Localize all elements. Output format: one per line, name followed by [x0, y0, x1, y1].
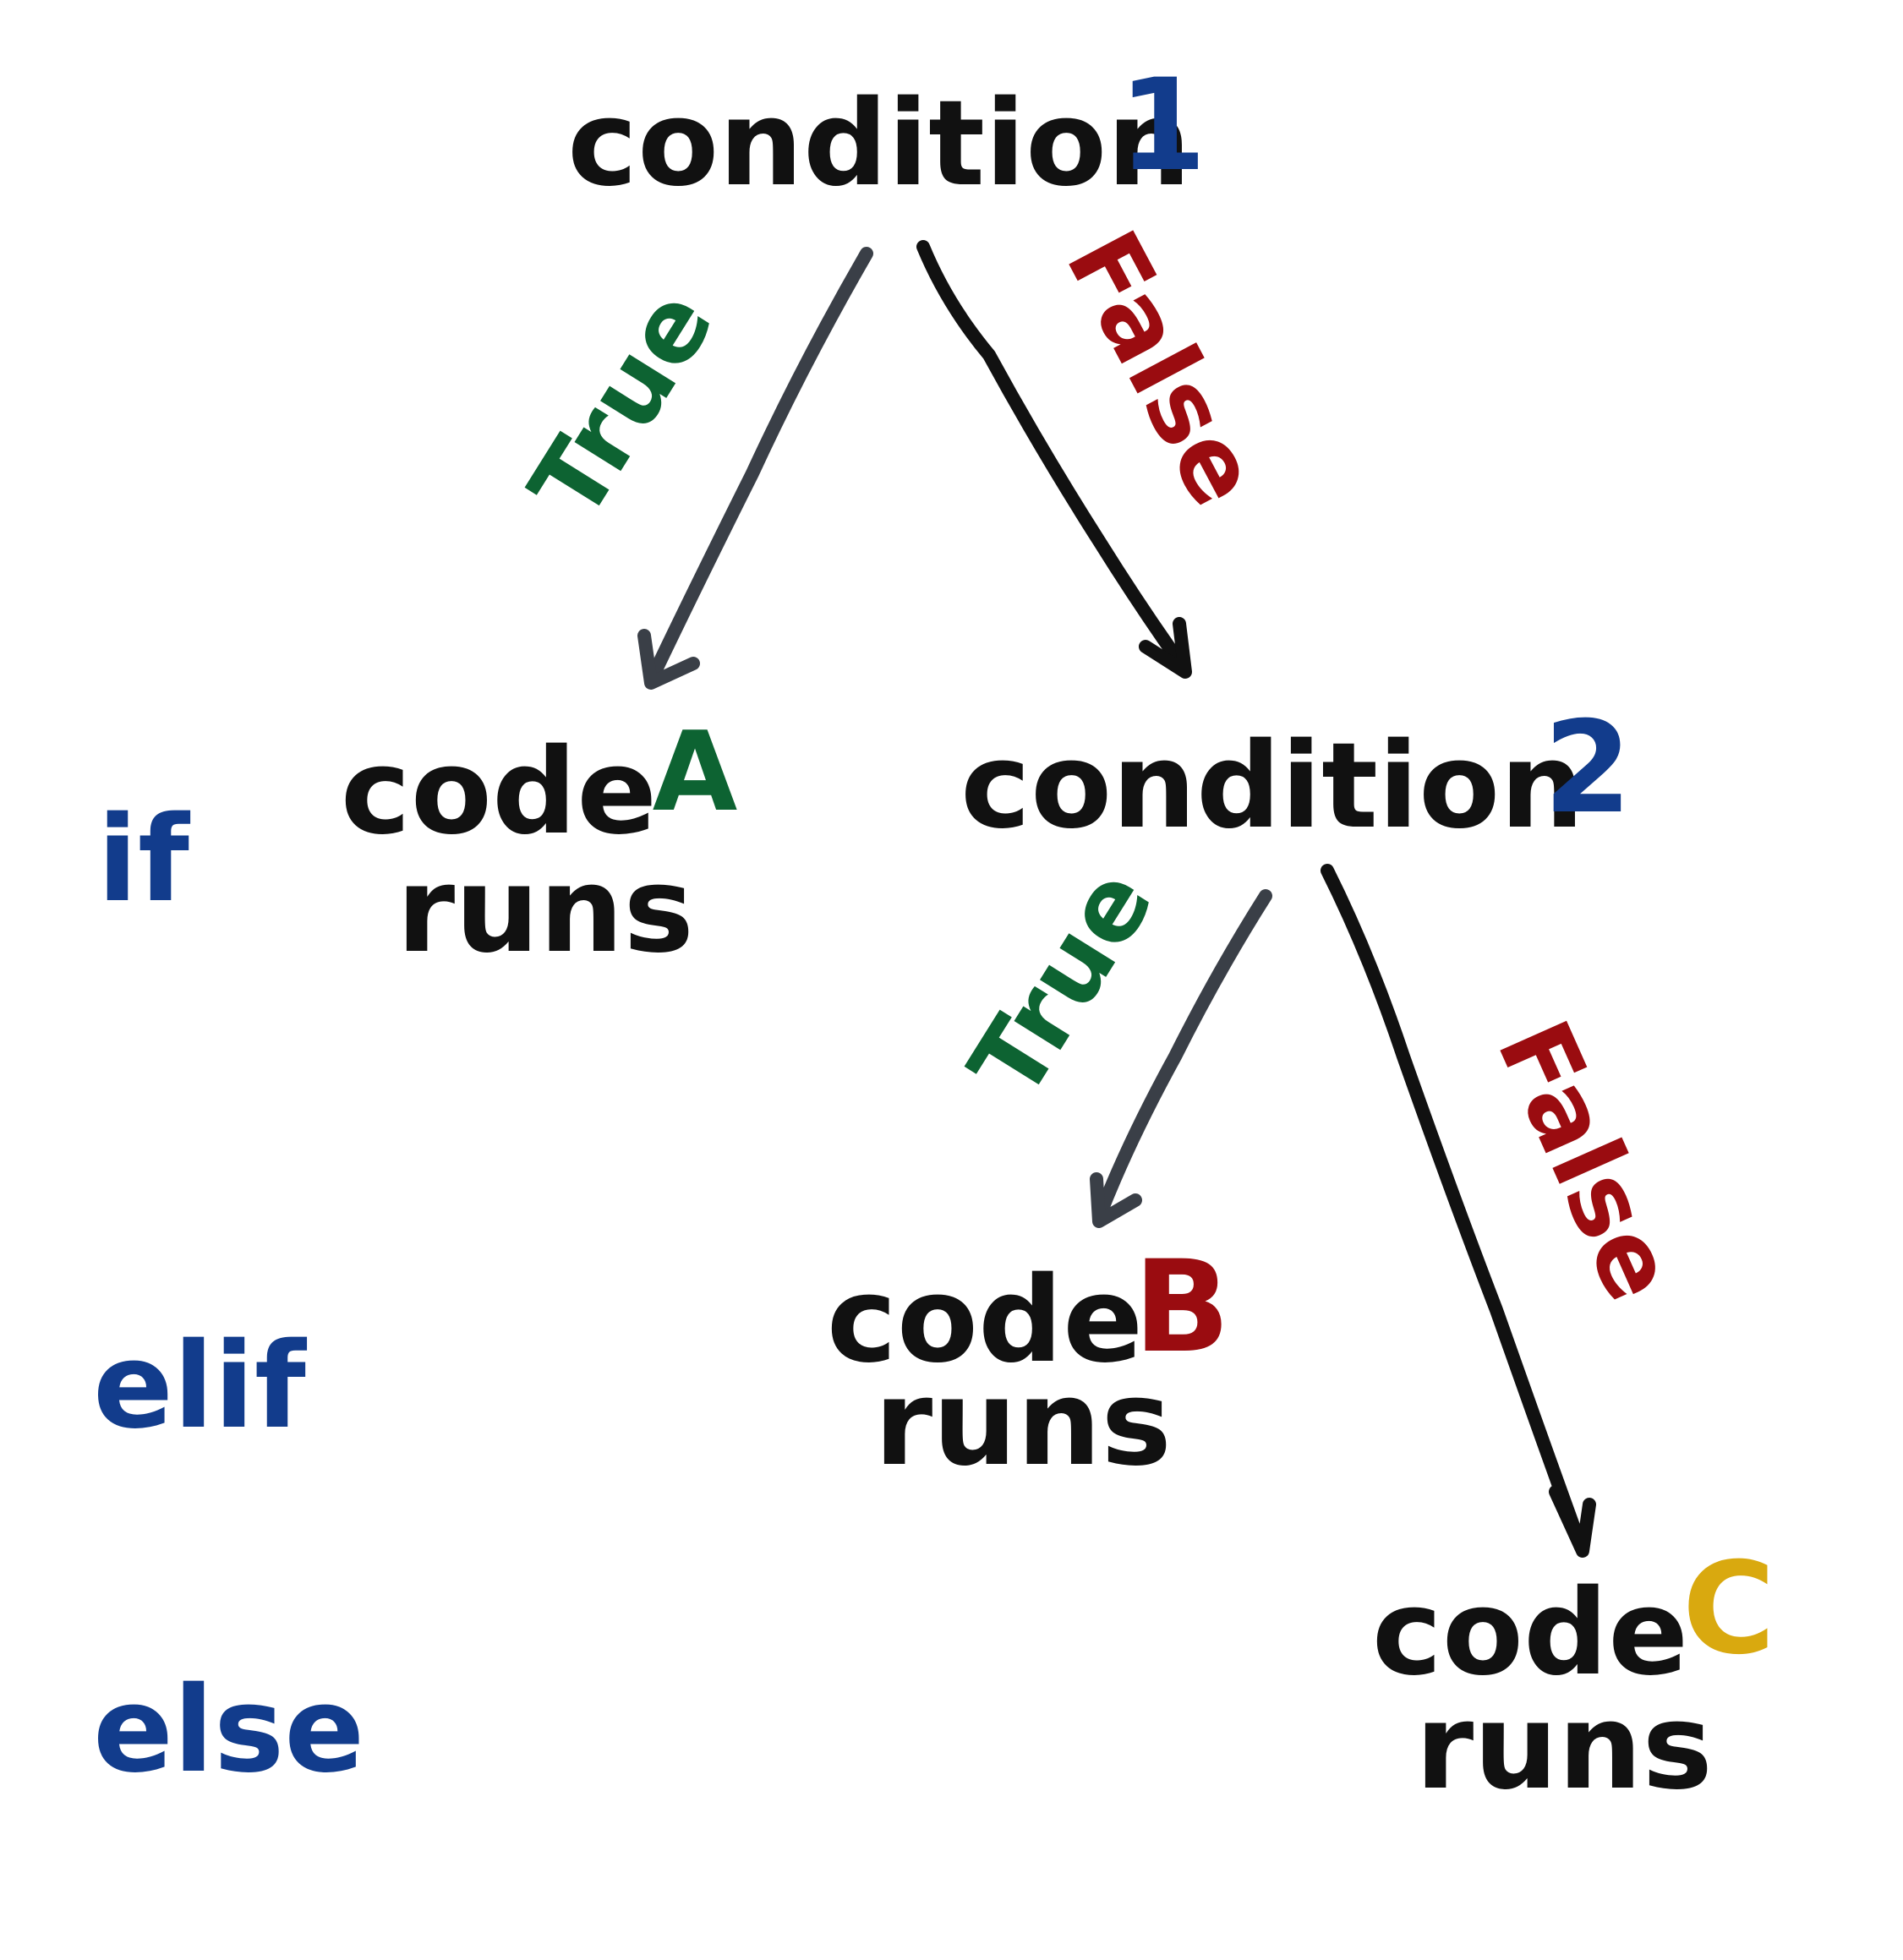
condition-1-true-arrow-shaft: [644, 247, 873, 687]
code-a-node: code A runs: [341, 707, 737, 980]
condition-2-true-label: True: [947, 849, 1176, 1118]
condition-1-true-arrow-head: [637, 629, 700, 690]
condition-2-false-arrow: [1321, 864, 1596, 1558]
condition-1-false-arrow: [916, 240, 1192, 679]
condition-2-false-arrow-head: [1549, 1485, 1596, 1558]
condition-2-node: condition 2: [960, 695, 1632, 855]
condition-1-false-arrow-shaft: [916, 240, 1190, 674]
condition-2-label: condition: [960, 718, 1584, 855]
condition-2-number: 2: [1544, 695, 1632, 842]
code-c-node: code C runs: [1372, 1536, 1775, 1816]
code-b-letter: B: [1134, 1234, 1230, 1381]
condition-2-false-arrow-shaft: [1321, 864, 1588, 1553]
code-c-letter: C: [1682, 1536, 1775, 1683]
code-b-line1: code: [827, 1252, 1143, 1389]
code-b-node: code B runs: [827, 1234, 1230, 1493]
condition-1-true-arrow: [637, 247, 873, 690]
condition-1-node: condition 1: [567, 52, 1206, 213]
condition-1-false-arrow-head: [1139, 617, 1192, 679]
code-c-line1: code: [1372, 1564, 1688, 1702]
condition-2-true-arrow-head: [1090, 1172, 1142, 1228]
condition-1-true-label: True: [507, 270, 736, 539]
code-a-letter: A: [653, 707, 738, 836]
keyword-if: if: [97, 791, 191, 929]
code-a-line2: runs: [396, 842, 694, 980]
code-c-line2: runs: [1415, 1679, 1713, 1816]
code-b-line2: runs: [874, 1355, 1172, 1493]
condition-2-true-arrow-shaft: [1092, 889, 1272, 1224]
condition-1-false-label: False: [1044, 212, 1283, 524]
condition-2-true-arrow: [1090, 889, 1272, 1228]
code-a-line1: code: [341, 723, 657, 861]
condition-1-number: 1: [1118, 52, 1206, 199]
keyword-elif: elif: [93, 1318, 308, 1455]
keyword-else: else: [93, 1662, 364, 1799]
condition-2-false-label: False: [1474, 1004, 1699, 1317]
condition-1-label: condition: [567, 75, 1191, 213]
